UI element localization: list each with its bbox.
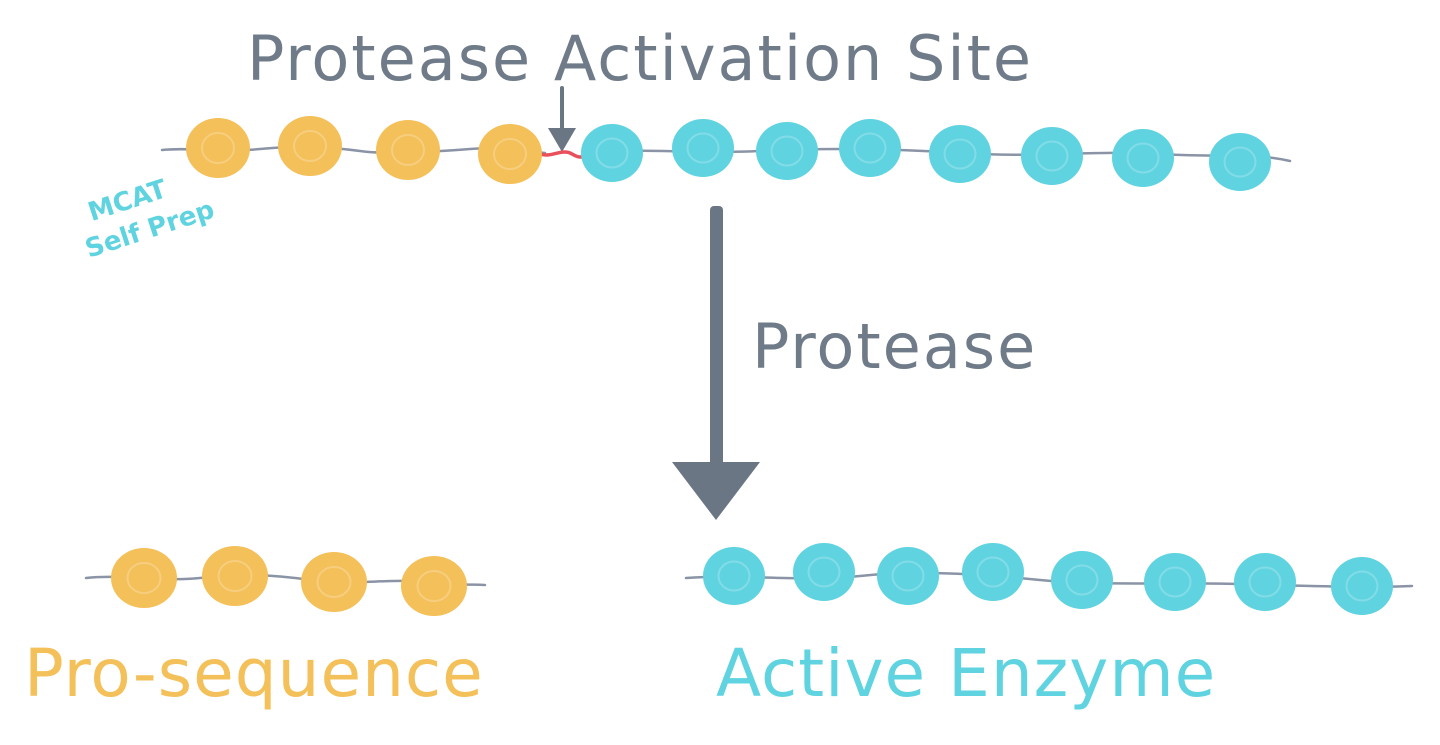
pro-sequence-label: Pro-sequence (24, 635, 484, 712)
process-arrow-shaft (710, 206, 723, 468)
pro-sequence-residues (111, 546, 467, 616)
pro-sequence-residue-texture (316, 566, 352, 598)
pro-sequence-residue-texture (126, 562, 162, 594)
small-down-arrow-icon (548, 86, 576, 152)
active-enzyme-residue-texture (976, 556, 1010, 588)
zymogen-enzyme-residue (1112, 129, 1174, 187)
active-enzyme-residue-texture (1158, 566, 1192, 598)
process-arrow-head (672, 462, 760, 520)
zymogen-enzyme-residue-texture (1223, 146, 1257, 178)
zymogen-pro-residue-texture (391, 134, 425, 166)
zymogen-enzyme-residue (1021, 127, 1083, 185)
pro-sequence-chain (84, 546, 487, 616)
active-enzyme-residue (793, 543, 855, 601)
active-enzyme-residue-texture (1345, 570, 1379, 602)
zymogen-enzyme-residue (929, 125, 991, 183)
pro-sequence-residue-texture (416, 570, 452, 602)
active-enzyme-residue (1331, 557, 1393, 615)
zymogen-enzyme-residue (581, 124, 643, 182)
zymogen-pro-residue-texture (293, 130, 327, 162)
zymogen-enzyme-residue-texture (686, 132, 720, 164)
zymogen-pro-residue (186, 118, 250, 178)
active-enzyme-chain (684, 543, 1414, 615)
active-enzyme-residue (877, 547, 939, 605)
active-enzyme-residue (1144, 553, 1206, 611)
zymogen-pro-residue (478, 124, 542, 184)
active-enzyme-residue-texture (717, 560, 751, 592)
active-enzyme-residue (1234, 553, 1296, 611)
zymogen-enzyme-residue (672, 119, 734, 177)
activation-site-label: Protease Activation Site (247, 22, 1033, 95)
zymogen-enzyme-residue-texture (1126, 142, 1160, 174)
active-enzyme-residue (962, 543, 1024, 601)
pro-sequence-residue (401, 556, 467, 616)
active-enzyme-residue-texture (807, 556, 841, 588)
zymogen-pro-residue-texture (493, 138, 527, 170)
active-enzyme-residue-texture (1065, 564, 1099, 596)
zymogen-chain (160, 116, 1292, 191)
protease-label: Protease (752, 310, 1037, 383)
watermark: MCAT Self Prep (82, 174, 218, 264)
active-enzyme-residue (1051, 551, 1113, 609)
zymogen-enzyme-residue (756, 122, 818, 180)
zymogen-enzyme-residue-texture (770, 135, 804, 167)
active-enzyme-label: Active Enzyme (716, 635, 1216, 712)
pro-sequence-residue-texture (217, 560, 253, 592)
pro-sequence-residue (202, 546, 268, 606)
zymogen-enzyme-residue-texture (1035, 140, 1069, 172)
zymogen-pro-residue (376, 120, 440, 180)
zymogen-enzyme-residue-texture (595, 137, 629, 169)
active-enzyme-residues (703, 543, 1393, 615)
pro-sequence-residue (111, 548, 177, 608)
active-enzyme-residue (703, 547, 765, 605)
zymogen-residues (186, 116, 1271, 191)
site-pointer-head (548, 128, 576, 152)
zymogen-enzyme-residue-texture (853, 132, 887, 164)
pro-sequence-residue (301, 552, 367, 612)
active-enzyme-residue-texture (1248, 566, 1282, 598)
active-enzyme-residue-texture (891, 560, 925, 592)
zymogen-enzyme-residue (839, 119, 901, 177)
zymogen-pro-residue-texture (201, 132, 235, 164)
zymogen-enzyme-residue (1209, 133, 1271, 191)
down-arrow-icon (672, 206, 760, 520)
zymogen-pro-residue (278, 116, 342, 176)
zymogen-enzyme-residue-texture (943, 138, 977, 170)
